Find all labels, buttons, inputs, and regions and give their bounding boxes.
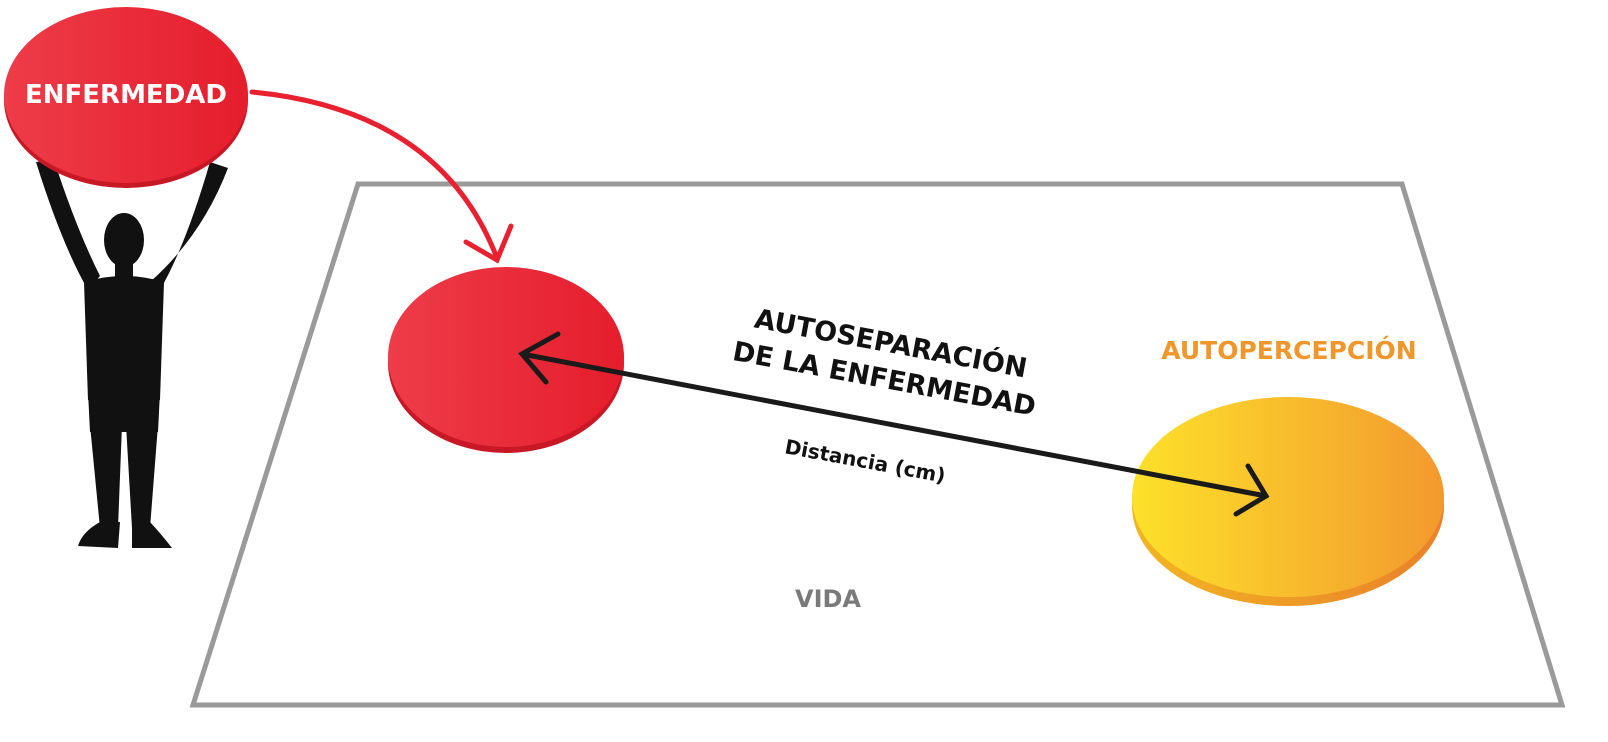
illness-drop-arrowhead [463,223,514,264]
self-perception-disc [1132,397,1444,606]
life-label: VIDA [795,585,861,613]
held-illness-disc [4,7,248,188]
distance-arrowhead-right [1233,463,1270,517]
held-illness-label: ENFERMEDAD [25,80,227,110]
person-silhouette [36,160,228,548]
distance-arrowhead-left [518,331,561,385]
distance-arrow-line [519,351,1269,499]
self-perception-label: AUTOPERCEPCIÓN [1161,335,1416,365]
illness-disc [388,267,624,453]
illness-drop-arrow [249,89,500,261]
